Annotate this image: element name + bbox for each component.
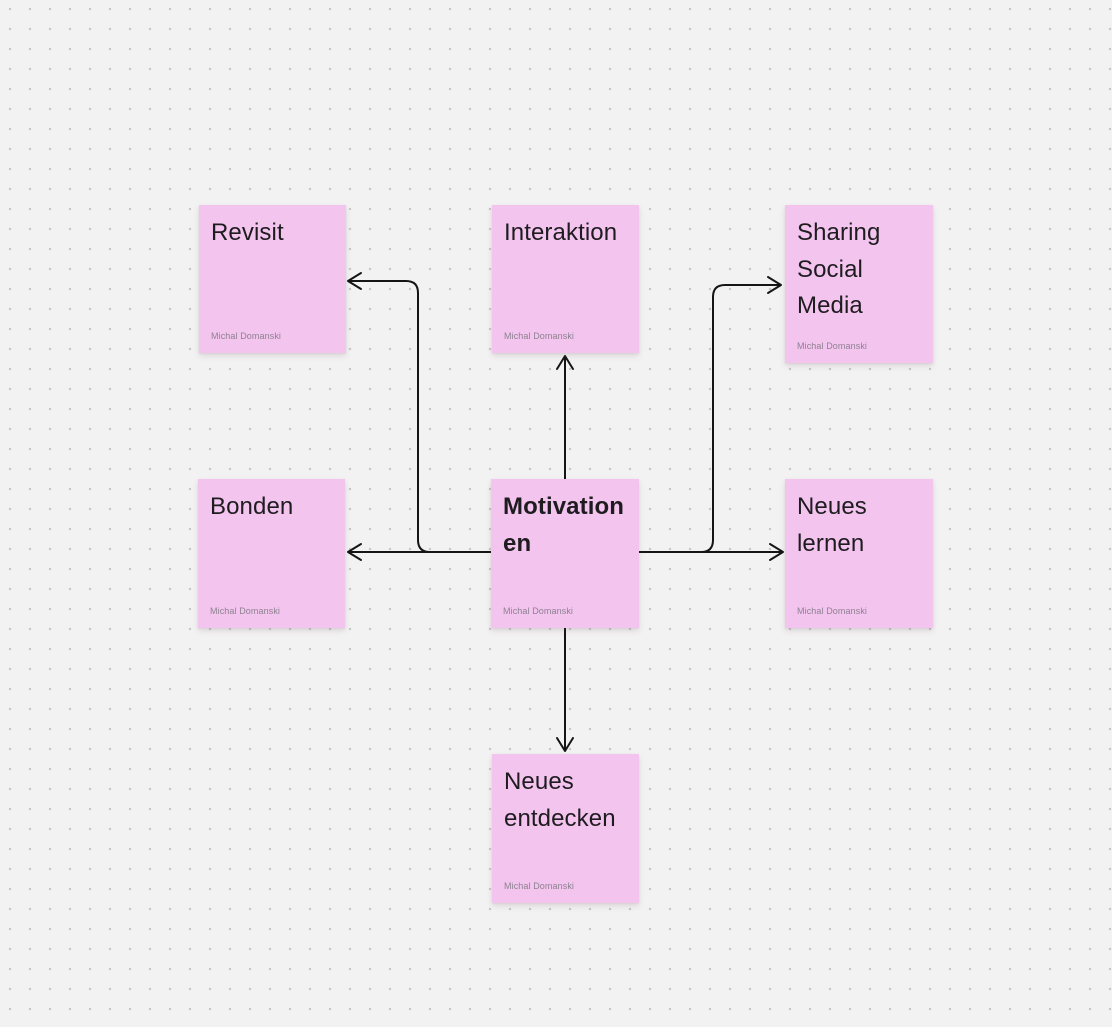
sticky-note-author: Michal Domanski — [503, 606, 574, 616]
sticky-note-bonden[interactable]: Bonden Michal Domanski — [198, 479, 345, 628]
sticky-note-interaktion[interactable]: Interaktion Michal Domanski — [492, 205, 639, 353]
sticky-note-title[interactable]: Motivationen — [503, 493, 624, 557]
sticky-note-title[interactable]: Neues entdecken — [504, 768, 616, 832]
sticky-note-sharing-social-media[interactable]: Sharing Social Media Michal Domanski — [785, 205, 933, 363]
connector-motivationen-to-sharing-social-media[interactable] — [638, 276, 782, 553]
arrowhead-icon — [347, 272, 362, 290]
sticky-note-author: Michal Domanski — [797, 341, 868, 351]
sticky-note-author: Michal Domanski — [797, 606, 868, 616]
connector-motivationen-to-revisit[interactable] — [347, 272, 492, 553]
arrowhead-icon — [769, 543, 784, 561]
connector-line[interactable] — [349, 280, 492, 553]
connector-motivationen-to-neues-entdecken[interactable] — [556, 627, 574, 752]
connector-line[interactable] — [638, 284, 780, 553]
sticky-note-motivationen[interactable]: Motivationen Michal Domanski — [491, 479, 639, 628]
sticky-note-author: Michal Domanski — [210, 606, 281, 616]
arrowhead-icon — [556, 737, 574, 752]
arrowhead-icon — [556, 355, 574, 370]
sticky-note-author: Michal Domanski — [504, 331, 575, 341]
sticky-note-title[interactable]: Bonden — [210, 493, 294, 520]
sticky-note-author: Michal Domanski — [211, 331, 282, 341]
arrowhead-icon — [767, 276, 782, 294]
sticky-note-title[interactable]: Neues lernen — [797, 493, 867, 557]
sticky-note-title[interactable]: Revisit — [211, 219, 284, 246]
sticky-note-author: Michal Domanski — [504, 881, 575, 891]
sticky-note-neues-lernen[interactable]: Neues lernen Michal Domanski — [785, 479, 933, 628]
arrowhead-icon — [347, 543, 362, 561]
sticky-note-revisit[interactable]: Revisit Michal Domanski — [199, 205, 346, 353]
sticky-note-title[interactable]: Sharing Social Media — [797, 219, 881, 319]
connector-motivationen-to-interaktion[interactable] — [556, 355, 574, 480]
sticky-note-title[interactable]: Interaktion — [504, 219, 618, 246]
sticky-note-neues-entdecken[interactable]: Neues entdecken Michal Domanski — [492, 754, 639, 903]
